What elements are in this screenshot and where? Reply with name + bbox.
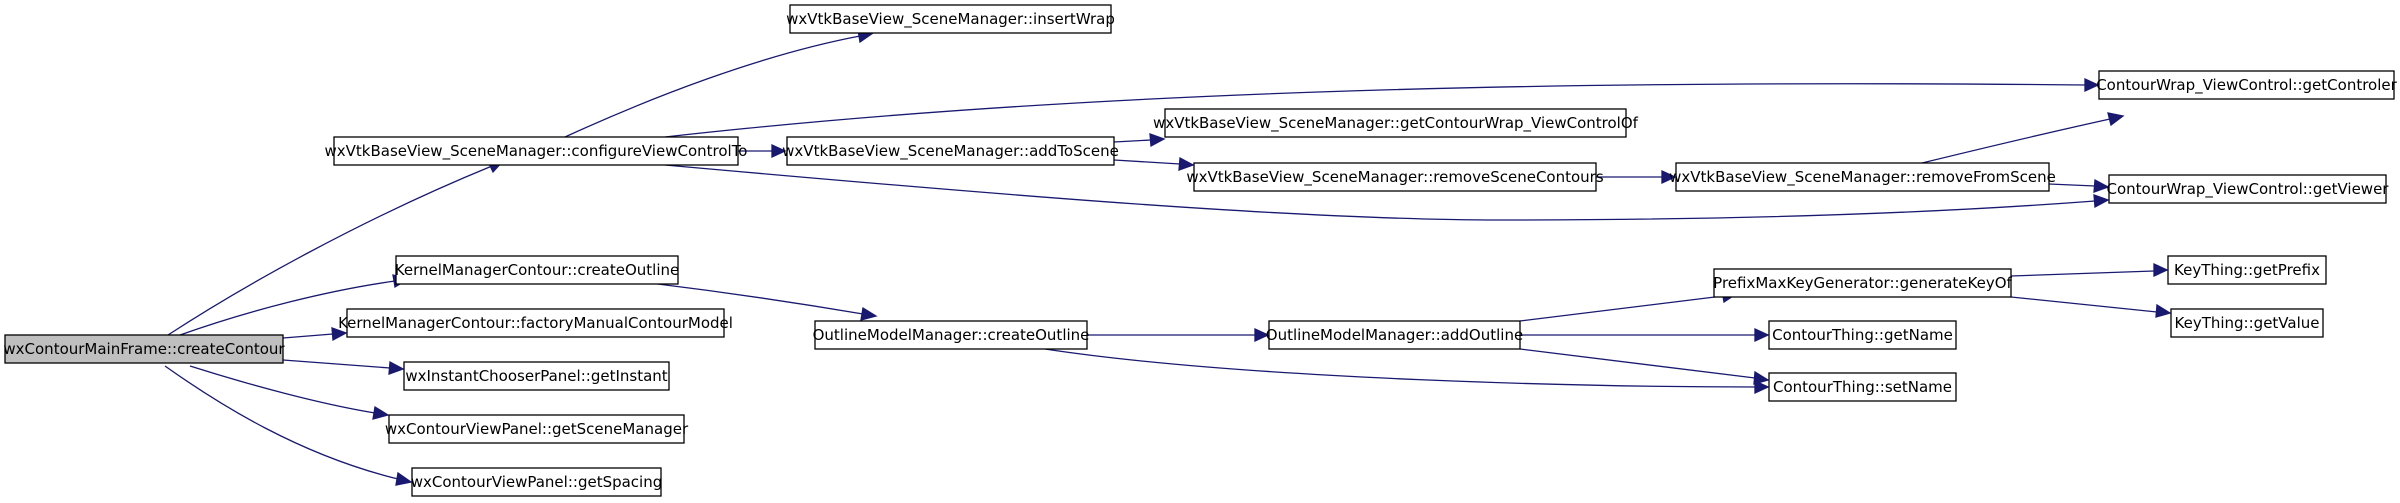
edge-root-getInstant [282, 359, 405, 375]
svg-text:ContourWrap_ViewControl::getCo: ContourWrap_ViewControl::getControler [2096, 76, 2397, 95]
edge-addOutline-generateKeyOf [1519, 289, 1738, 322]
svg-text:OutlineModelManager::createOut: OutlineModelManager::createOutline [813, 326, 1090, 344]
edge-generateKeyOf-getValue [2010, 296, 2172, 318]
edge-removeSceneContours-removeFromScene [1596, 169, 1677, 185]
svg-text:wxContourViewPanel::getSceneMa: wxContourViewPanel::getSceneManager [385, 420, 689, 438]
svg-text:OutlineModelManager::addOutlin: OutlineModelManager::addOutline [1266, 326, 1523, 344]
edge-configureViewControlTo-getControler [664, 77, 2100, 138]
svg-text:wxVtkBaseView_SceneManager::in: wxVtkBaseView_SceneManager::insertWrap [786, 10, 1115, 29]
svg-text:KeyThing::getPrefix: KeyThing::getPrefix [2174, 261, 2320, 279]
node-configureViewControlTo[interactable]: wxVtkBaseView_SceneManager::configureVie… [324, 136, 748, 166]
svg-text:KernelManagerContour::createOu: KernelManagerContour::createOutline [395, 261, 680, 279]
edge-addToScene-getContourWrapViewControlOf [1113, 133, 1166, 148]
node-getControler[interactable]: ContourWrap_ViewControl::getControler [2096, 70, 2398, 100]
node-removeSceneContours[interactable]: wxVtkBaseView_SceneManager::removeSceneC… [1186, 162, 1604, 192]
node-root[interactable]: wxContourMainFrame::createContour [3, 334, 285, 364]
svg-text:wxInstantChooserPanel::getInst: wxInstantChooserPanel::getInstant [405, 367, 667, 385]
svg-text:wxVtkBaseView_SceneManager::ge: wxVtkBaseView_SceneManager::getContourWr… [1153, 114, 1639, 133]
edge-omCreateOutline-addOutline [1087, 327, 1270, 343]
edge-removeFromScene-getViewer [2048, 178, 2110, 193]
svg-text:ContourThing::getName: ContourThing::getName [1772, 326, 1953, 344]
node-getPrefix[interactable]: KeyThing::getPrefix [2167, 255, 2327, 285]
node-generateKeyOf[interactable]: PrefixMaxKeyGenerator::generateKeyOf [1713, 268, 2013, 298]
edge-addOutline-getName [1520, 327, 1770, 343]
node-insertWrap[interactable]: wxVtkBaseView_SceneManager::insertWrap [786, 4, 1115, 34]
node-omCreateOutline[interactable]: OutlineModelManager::createOutline [813, 320, 1090, 350]
edge-configureViewControlTo-addToScene [738, 143, 787, 159]
svg-text:PrefixMaxKeyGenerator::generat: PrefixMaxKeyGenerator::generateKeyOf [1713, 274, 2012, 292]
node-getSpacing[interactable]: wxContourViewPanel::getSpacing [411, 467, 663, 497]
node-addToScene[interactable]: wxVtkBaseView_SceneManager::addToScene [782, 136, 1119, 166]
node-setName[interactable]: ContourThing::setName [1768, 372, 1957, 402]
svg-text:ContourWrap_ViewControl::getVi: ContourWrap_ViewControl::getViewer [2107, 180, 2390, 199]
edge-removeFromScene-getControler [1921, 112, 2125, 164]
svg-text:KeyThing::getValue: KeyThing::getValue [2175, 314, 2320, 332]
svg-text:KernelManagerContour::factoryM: KernelManagerContour::factoryManualConto… [338, 314, 733, 332]
edge-addOutline-setName [1519, 348, 1770, 385]
svg-text:wxVtkBaseView_SceneManager::re: wxVtkBaseView_SceneManager::removeSceneC… [1186, 168, 1604, 187]
svg-text:wxVtkBaseView_SceneManager::re: wxVtkBaseView_SceneManager::removeFromSc… [1669, 168, 2056, 187]
edge-generateKeyOf-getPrefix [2010, 262, 2169, 278]
edge-root-factoryManualContourModel [282, 327, 348, 342]
edge-configureViewControlTo-getViewer [664, 164, 2110, 221]
node-kmcCreateOutline[interactable]: KernelManagerContour::createOutline [395, 255, 680, 285]
node-getInstant[interactable]: wxInstantChooserPanel::getInstant [403, 361, 670, 391]
svg-text:wxContourViewPanel::getSpacing: wxContourViewPanel::getSpacing [411, 473, 663, 491]
node-getSceneManager[interactable]: wxContourViewPanel::getSceneManager [385, 414, 689, 444]
node-getName[interactable]: ContourThing::getName [1768, 320, 1957, 350]
svg-text:wxVtkBaseView_SceneManager::co: wxVtkBaseView_SceneManager::configureVie… [324, 142, 747, 161]
svg-text:wxContourMainFrame::createCont: wxContourMainFrame::createContour [3, 340, 285, 358]
edge-root-getSceneManager [189, 365, 390, 420]
svg-text:wxVtkBaseView_SceneManager::ad: wxVtkBaseView_SceneManager::addToScene [782, 142, 1119, 161]
node-factoryManualContourModel[interactable]: KernelManagerContour::factoryManualConto… [338, 308, 733, 338]
node-addOutline[interactable]: OutlineModelManager::addOutline [1266, 320, 1523, 350]
node-getValue[interactable]: KeyThing::getValue [2170, 308, 2324, 338]
edge-addToScene-removeSceneContours [1113, 156, 1195, 171]
edge-kmcCreateOutline-omCreateOutline [649, 282, 878, 321]
node-removeFromScene[interactable]: wxVtkBaseView_SceneManager::removeFromSc… [1669, 162, 2056, 192]
edge-root-getSpacing [164, 365, 413, 486]
node-getViewer[interactable]: ContourWrap_ViewControl::getViewer [2107, 174, 2390, 204]
edge-omCreateOutline-setName [1044, 348, 1770, 395]
svg-text:ContourThing::setName: ContourThing::setName [1773, 378, 1952, 396]
node-getContourWrapViewControlOf[interactable]: wxVtkBaseView_SceneManager::getContourWr… [1153, 108, 1639, 138]
